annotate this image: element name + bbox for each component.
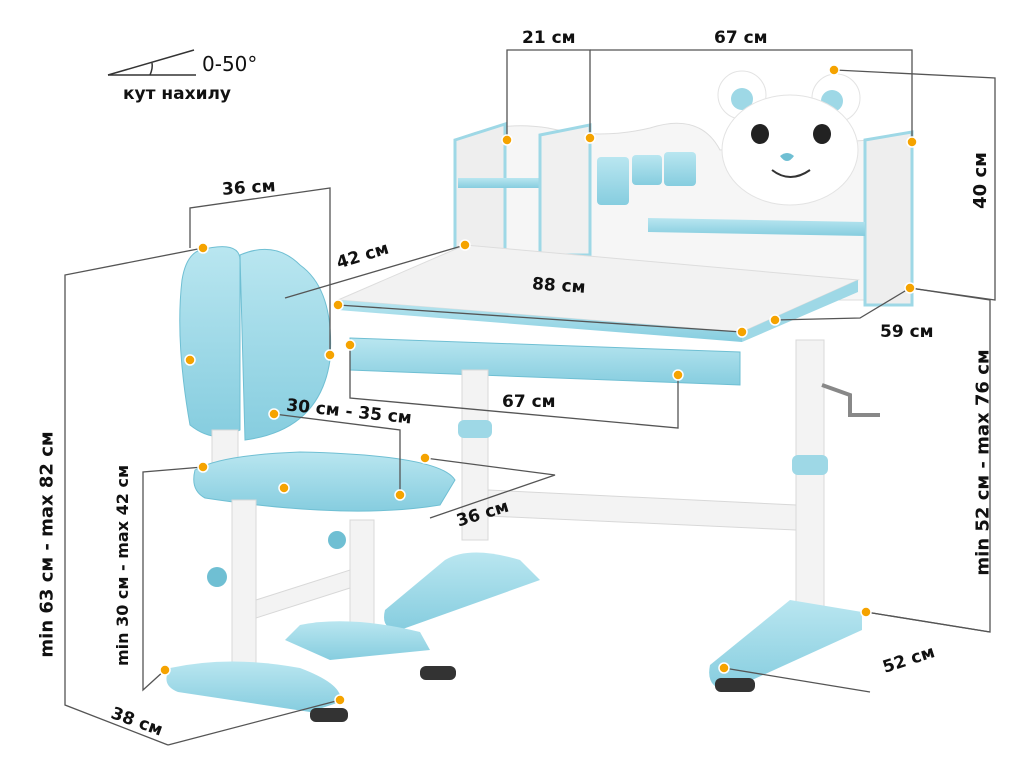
back-width-label: 36 см (221, 176, 277, 200)
chair-back (179, 246, 241, 437)
desk-foot-front (384, 552, 540, 630)
angle-icon (107, 49, 196, 76)
chair (166, 246, 456, 722)
chair-seat (193, 451, 456, 512)
chair-foot-back (285, 621, 430, 660)
desk-width-label: 88 см (531, 274, 587, 298)
tilt-caption: кут нахилу (123, 84, 232, 104)
bear-decor-icon (717, 70, 861, 206)
seat-height-label: min 30 см - max 42 см (113, 464, 133, 667)
desk-height-label: min 52 см - max 76 см (972, 349, 994, 576)
desk-side-label: 59 см (880, 322, 934, 342)
desk (337, 70, 914, 692)
dimension-lines (64, 49, 996, 746)
shelf-height-label: 40 см (969, 152, 991, 209)
chair-height-label: min 63 см - max 82 см (36, 431, 58, 658)
shelf-width-label: 67 см (714, 28, 768, 48)
chair-foot-front (166, 661, 341, 712)
drawer-width-label: 67 см (502, 392, 556, 412)
measurement-dots (159, 64, 918, 706)
desk-foot-back (709, 600, 862, 690)
tilt-range: 0-50° (202, 52, 258, 76)
shelf-depth-label: 21 см (522, 28, 576, 48)
